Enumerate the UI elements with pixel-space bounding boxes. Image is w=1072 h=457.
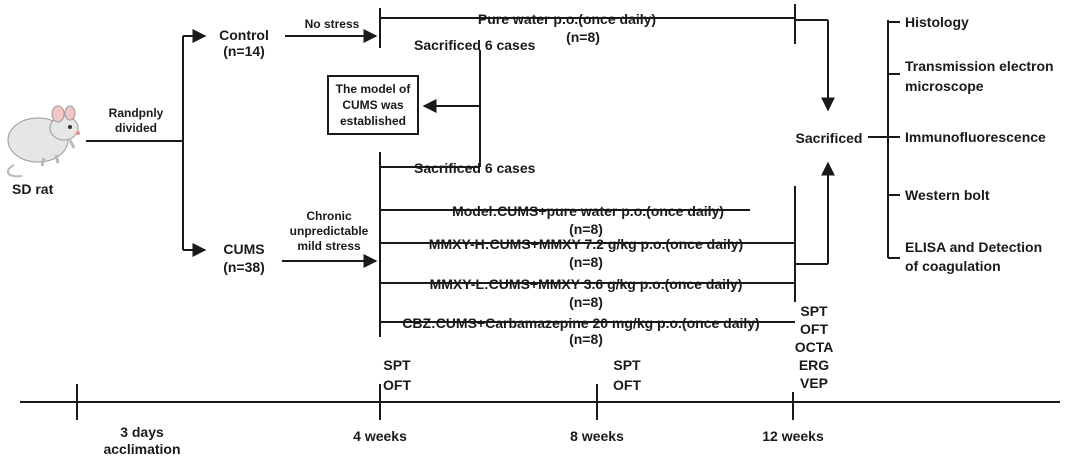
test-week12-erg: ERG [799,357,829,373]
group-n-mmxy-h: (n=8) [569,254,603,270]
analysis-list: Histology Transmission electron microsco… [888,14,1054,274]
model-established-box [327,75,419,135]
timeline-label-acclimation-line2: acclimation [103,441,180,457]
cums-stress-line2: unpredictable [290,224,369,238]
model-box-line2: CUMS was [342,98,404,112]
analysis-elisa-line1: ELISA and Detection [905,239,1042,255]
cums-stress-line3: mild stress [297,239,361,253]
group-label-mmxy-l: MMXY-L:CUMS+MMXY 3.6 g/kg p.o.(once dail… [430,276,743,292]
control-group-n: (n=14) [223,43,265,59]
analysis-histology: Histology [905,14,969,30]
group-label-model: Model:CUMS+pure water p.o.(once daily) [452,203,724,219]
control-treatment-label: Pure water p.o.(once daily) [478,11,656,27]
division-label-line1: Randpnly [109,106,164,120]
test-week4-spt: SPT [383,357,411,373]
cums-group-n: (n=38) [223,259,265,275]
subject-label: SD rat [12,181,54,197]
cums-group-name: CUMS [223,241,264,257]
cums-treatment-groups: Model:CUMS+pure water p.o.(once daily) (… [380,203,795,347]
timeline: 3 days acclimation 4 weeks 8 weeks 12 we… [20,384,1060,457]
test-week8-oft: OFT [613,377,641,393]
cums-sacrificed-label: Sacrificed 6 cases [414,160,536,176]
tests-week8: SPT OFT [613,357,641,393]
control-sacrificed-label: Sacrificed 6 cases [414,37,536,53]
analysis-western: Western bolt [905,187,990,203]
analysis-immunofluorescence: Immunofluorescence [905,129,1046,145]
test-week12-spt: SPT [800,303,828,319]
tests-week12: SPT OFT OCTA ERG VEP [795,303,834,391]
division-label-line2: divided [115,121,157,135]
control-condition: No stress [305,17,360,31]
model-box-line3: established [340,114,406,128]
group-label-cbz: CBZ:CUMS+Carbamazepine 20 mg/kg p.o.(onc… [402,315,759,331]
cums-stress-line1: Chronic [306,209,352,223]
analysis-elisa-line2: of coagulation [905,258,1001,274]
group-n-cbz: (n=8) [569,331,603,347]
test-week12-octa: OCTA [795,339,834,355]
rat-illustration: SD rat [6,105,80,197]
timeline-label-acclimation-line1: 3 days [120,424,164,440]
group-n-mmxy-l: (n=8) [569,294,603,310]
group-n-model: (n=8) [569,221,603,237]
tests-week4: SPT OFT [383,357,411,393]
control-treatment-n: (n=8) [566,29,600,45]
analysis-tem-line2: microscope [905,78,984,94]
timeline-label-week12: 12 weeks [762,428,824,444]
test-week8-spt: SPT [613,357,641,373]
sacrificed-endpoint-label: Sacrificed [796,130,863,146]
control-group-name: Control [219,27,269,43]
test-week4-oft: OFT [383,377,411,393]
timeline-label-week4: 4 weeks [353,428,407,444]
analysis-tem-line1: Transmission electron [905,58,1054,74]
test-week12-oft: OFT [800,321,828,337]
timeline-label-week8: 8 weeks [570,428,624,444]
test-week12-vep: VEP [800,375,828,391]
group-label-mmxy-h: MMXY-H:CUMS+MMXY 7.2 g/kg p.o.(once dail… [429,236,743,252]
model-box-line1: The model of [336,82,412,96]
